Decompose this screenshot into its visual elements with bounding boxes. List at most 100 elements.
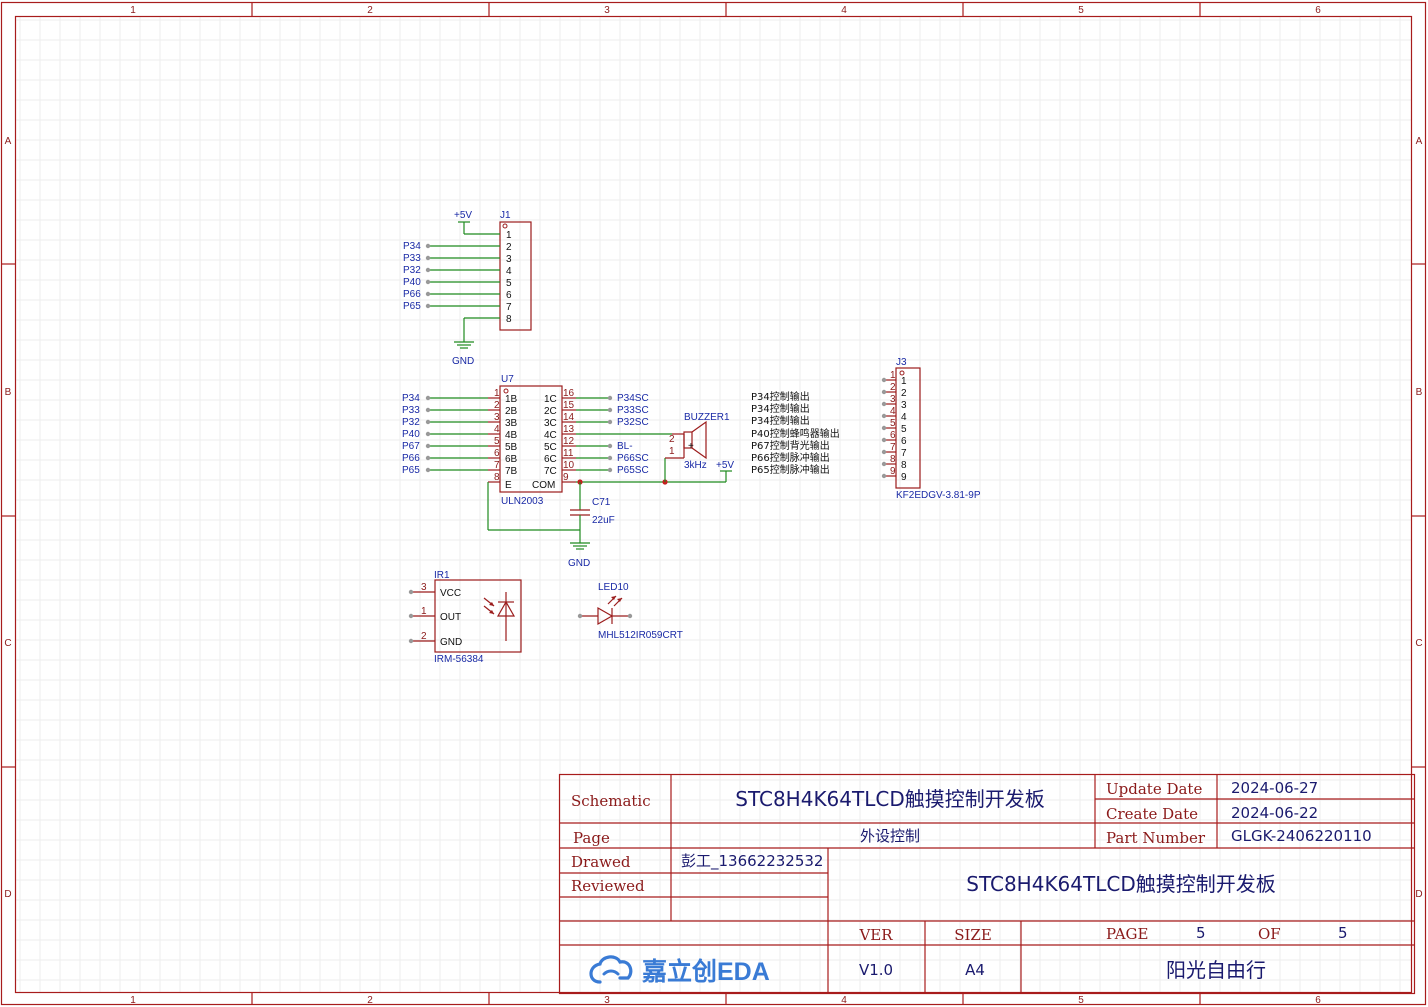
tb-ver-label: VER: [858, 926, 893, 944]
u7-pin-name: 1C: [544, 394, 557, 405]
j1-net-label: P66: [403, 289, 421, 300]
u7-net-label: BL-: [617, 441, 633, 452]
j1-net-label: P32: [403, 265, 421, 276]
tb-page-label: Page: [573, 829, 610, 847]
j3-pin-number: 7: [890, 442, 896, 453]
tb-page-value: 外设控制: [860, 827, 920, 845]
u7-right-pins: 16 15 14 13 12 11 10 9 1C 2C 3C 4C 5C 6C…: [532, 388, 576, 491]
u7-pin-name: 7C: [544, 466, 557, 477]
tb-company: 阳光自由行: [1166, 958, 1266, 982]
j3-pin-number: 8: [890, 454, 896, 465]
led-led10[interactable]: LED10 MHL512IR059CRT: [577, 582, 683, 641]
ir1-pin-name: OUT: [440, 612, 461, 623]
u7-net-label: P34SC: [617, 393, 649, 404]
j3-pin-name: 4: [901, 412, 907, 423]
tb-reviewed-label: Reviewed: [571, 877, 645, 895]
u7-pin-name: 4C: [544, 430, 557, 441]
ir-receiver-ir1[interactable]: IR1 3 1 2 VCC OUT GND IRM-56384: [408, 570, 522, 665]
title-block: Schematic STC8H4K64TLCD触摸控制开发板 Update Da…: [558, 773, 1416, 995]
ruler-row-left: D: [4, 889, 11, 900]
j1-net-label: P33: [403, 253, 421, 264]
j3-note: P34控制输出: [751, 414, 810, 427]
u7-net-label: P33SC: [617, 405, 649, 416]
j3-note: P66控制脉冲输出: [751, 451, 830, 464]
j1-pin: 5: [506, 278, 512, 289]
tb-update-value: 2024-06-27: [1231, 779, 1318, 797]
j1-net-label: P65: [403, 301, 421, 312]
j1-pin: 1: [506, 230, 512, 241]
u7-pin-name: 2B: [505, 406, 518, 417]
u7-net-label: P65SC: [617, 465, 649, 476]
j1-ref: J1: [500, 210, 511, 221]
u7-pin-number: 10: [563, 460, 575, 471]
u7-pin-name: 6C: [544, 454, 557, 465]
tb-update-label: Update Date: [1106, 780, 1202, 798]
j3-pin-name: 3: [901, 400, 907, 411]
j3-pin-name: 8: [901, 460, 907, 471]
u7-pin-name: E: [505, 480, 512, 491]
u7-pin-name: 2C: [544, 406, 557, 417]
tb-create-label: Create Date: [1106, 805, 1198, 823]
j1-pin: 4: [506, 266, 512, 277]
u7-pin-name: 3C: [544, 418, 557, 429]
ir1-pin-number: 2: [421, 631, 427, 642]
jlc-eda-logo: 嘉立创EDA: [589, 955, 770, 986]
u7-pin-number: 3: [494, 412, 500, 423]
u7-pin-name: 3B: [505, 418, 518, 429]
u7-pin-name: 1B: [505, 394, 518, 405]
u7-pin-name: 6B: [505, 454, 518, 465]
u7-pin-number: 12: [563, 436, 575, 447]
ruler-row-right: A: [1416, 136, 1423, 147]
capacitor-c71[interactable]: C71 22uF GND: [568, 482, 615, 569]
ruler-col-bottom: 3: [604, 995, 610, 1006]
ruler-col-bottom: 4: [841, 995, 847, 1006]
u7-net-label: P34: [402, 393, 420, 404]
ir1-pin-number: 1: [421, 606, 427, 617]
j3-pin-name: 5: [901, 424, 907, 435]
ruler-col-top: 4: [841, 5, 847, 16]
j3-pin-number: 9: [890, 466, 896, 477]
u7-net-label: P40: [402, 429, 420, 440]
j3-pin-name: 9: [901, 472, 907, 483]
u7-left-nets: P34 P33 P32 P40 P67 P66 P65: [402, 393, 488, 476]
ruler-col-top: 3: [604, 5, 610, 16]
u7-pin-number: 16: [563, 388, 575, 399]
j1-net-label: P40: [403, 277, 421, 288]
u7-value: ULN2003: [501, 496, 544, 507]
background-grid: [16, 17, 1411, 992]
j3-note: P65控制脉冲输出: [751, 463, 830, 476]
ruler-col-top: 2: [367, 5, 373, 16]
u7-ref: U7: [501, 374, 514, 385]
c71-value: 22uF: [592, 515, 615, 526]
u7-pin-number: 5: [494, 436, 500, 447]
connector-j1[interactable]: J1 +5V 1 2 3 4 5 6 7 8 P34 P33 P32 P40 P…: [403, 210, 532, 367]
tb-size-value: A4: [965, 961, 985, 979]
tb-of-label: OF: [1258, 925, 1281, 943]
j3-pin-number: 1: [890, 370, 896, 381]
connector-j3[interactable]: J3 1 2 3 4 5 6 7: [751, 357, 981, 501]
u7-pin-number: 15: [563, 400, 575, 411]
ruler-col-top: 6: [1315, 5, 1321, 16]
u7-pin-name: 5B: [505, 442, 518, 453]
u7-pin-number: 9: [563, 472, 569, 483]
j3-notes: P34控制输出 P34控制输出 P34控制输出 P40控制蜂鸣器输出 P67控制…: [751, 390, 840, 476]
ic-u7[interactable]: U7 ULN2003 1 2 3 4 5 6 7 8 1B 2B 3B 4B 5…: [402, 374, 726, 531]
ruler-col-top: 1: [130, 5, 136, 16]
ir1-ref: IR1: [434, 570, 450, 581]
j3-pins: 1 2 3 4 5 6 7 8 9 1 2 3 4 5 6 7 8 9: [881, 370, 907, 483]
tb-page-num: 5: [1196, 924, 1206, 942]
j3-pin-name: 7: [901, 448, 907, 459]
j3-pin-name: 1: [901, 376, 907, 387]
ir1-pin-name: GND: [440, 637, 462, 648]
tb-create-value: 2024-06-22: [1231, 804, 1318, 822]
u7-net-label: P66SC: [617, 453, 649, 464]
j1-pin: 8: [506, 314, 512, 325]
photodiode-icon: [483, 592, 516, 641]
buzzer[interactable]: BUZZER1 2 1 + 3kHz +5V: [664, 412, 734, 482]
u7-pin-number: 8: [494, 472, 500, 483]
ruler-col-bottom: 2: [367, 995, 373, 1006]
j1-power-label: +5V: [454, 210, 472, 221]
ruler-row-right: D: [1415, 889, 1422, 900]
